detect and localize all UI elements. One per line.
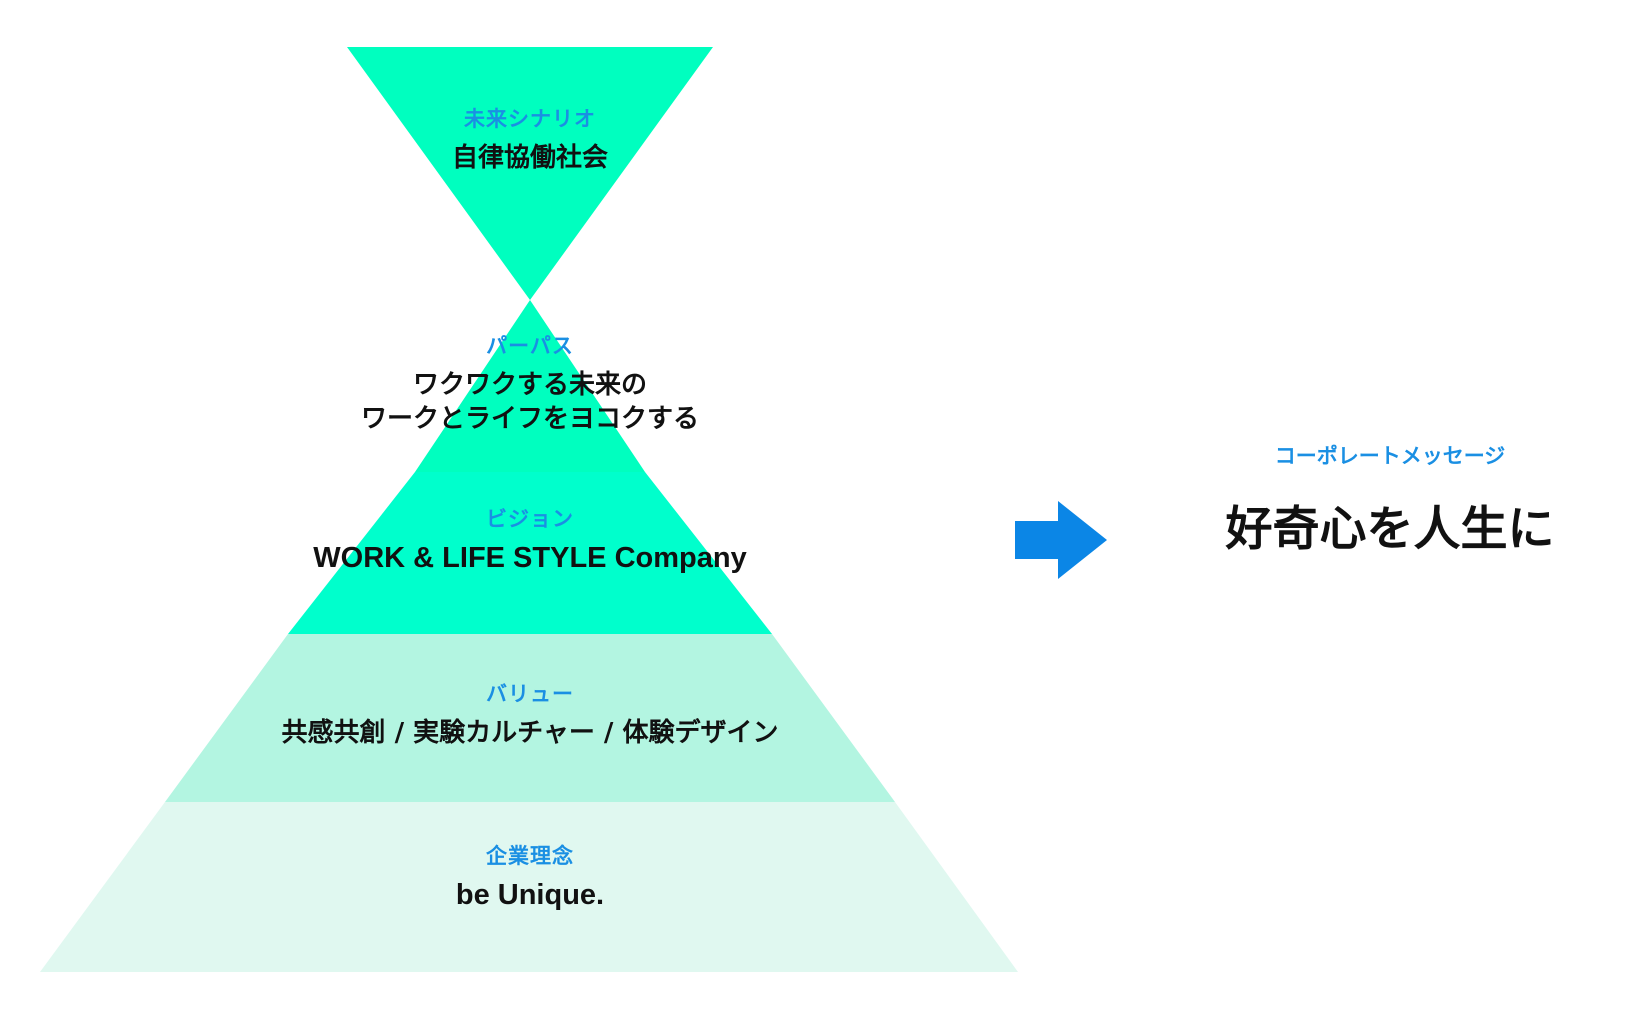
future-scenario-label: 未来シナリオ bbox=[464, 107, 596, 131]
corporate-message-text: 好奇心を人生に bbox=[1225, 502, 1555, 557]
purpose-block: パーパス ワクワクする未来の ワークとライフをヨコクする bbox=[150, 332, 910, 436]
value-label: バリュー bbox=[486, 682, 574, 706]
right-arrow-icon bbox=[1015, 501, 1107, 579]
corporate-message-label: コーポレートメッセージ bbox=[1274, 444, 1506, 468]
vision-tier bbox=[288, 472, 772, 634]
purpose-label: パーパス bbox=[486, 334, 574, 358]
value-tier bbox=[165, 634, 895, 802]
future-scenario-block: 未来シナリオ 自律協働社会 bbox=[150, 105, 910, 175]
purpose-tier bbox=[415, 300, 645, 472]
vision-block: ビジョン WORK & LIFE STYLE Company bbox=[150, 505, 910, 575]
corporate-message-block: コーポレートメッセージ 好奇心を人生に bbox=[1180, 442, 1600, 560]
philosophy-value: be Unique. bbox=[455, 879, 605, 911]
future-scenario-value: 自律協働社会 bbox=[451, 143, 608, 173]
vision-label: ビジョン bbox=[486, 507, 574, 531]
purpose-value: ワクワクする未来の ワークとライフをヨコクする bbox=[360, 370, 699, 434]
philosophy-label: 企業理念 bbox=[486, 844, 574, 868]
value-value: 共感共創 / 実験カルチャー / 体験デザイン bbox=[281, 718, 779, 748]
philosophy-block: 企業理念 be Unique. bbox=[150, 842, 910, 912]
vision-value: WORK & LIFE STYLE Company bbox=[313, 542, 747, 574]
philosophy-tier bbox=[40, 802, 1018, 972]
value-block: バリュー 共感共創 / 実験カルチャー / 体験デザイン bbox=[150, 680, 910, 750]
future-scenario-triangle bbox=[347, 47, 713, 300]
